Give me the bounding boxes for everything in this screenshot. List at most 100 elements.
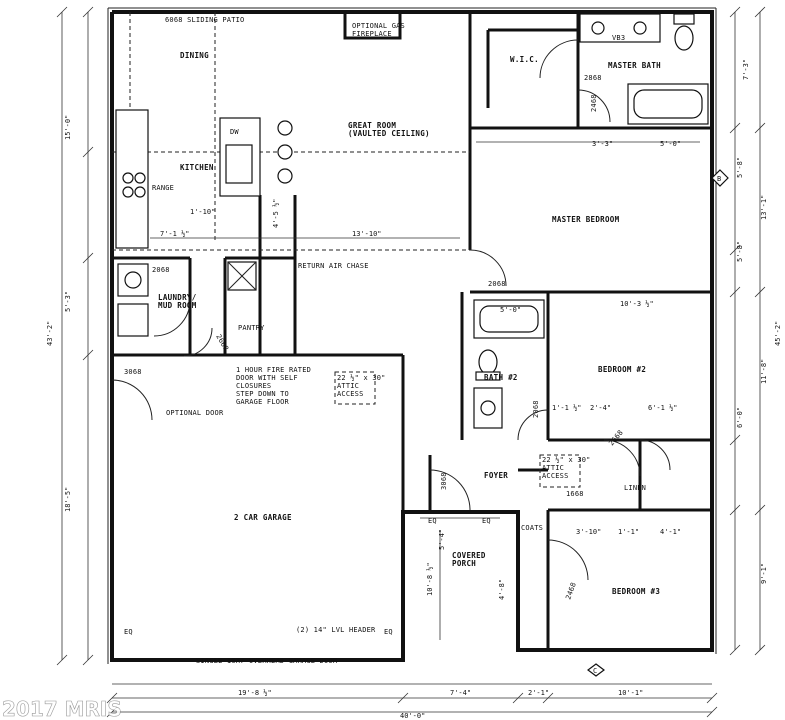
exterior-walls [107, 7, 717, 664]
callout-c-marker: C [587, 663, 605, 677]
dimension-tick [754, 122, 766, 134]
dining-label: DINING [180, 51, 209, 60]
dim-b3-3: 4'-1" [660, 528, 681, 536]
watermark: 2017 MRIS [2, 697, 122, 720]
dimension-tick [729, 644, 741, 656]
dimension-tick [729, 6, 741, 18]
dimension-tick [56, 654, 68, 666]
door-tag: 2068 [532, 400, 540, 418]
eq-label-3: EQ [428, 517, 437, 525]
great-room-label: GREAT ROOM(VAULTED CEILING) [348, 121, 430, 138]
dimension-tick [706, 692, 718, 704]
door-tag: 3068 [440, 472, 448, 490]
interior-walls [112, 12, 712, 650]
dim-left-3: 43'-2" [46, 321, 54, 346]
vanity-label: VB3 [612, 34, 625, 42]
dimension-tick [706, 706, 718, 718]
dimension-tick [106, 706, 118, 718]
dim-right-3: 13'-1" [760, 195, 768, 220]
bedroom3-label: BEDROOM #3 [612, 587, 660, 596]
dimension-tick [82, 146, 94, 158]
range-label: RANGE [152, 184, 174, 192]
pantry-label: PANTRY [238, 324, 265, 332]
dim-great-w: 13'-10" [352, 230, 382, 238]
dim-right-8: 9'-1" [760, 563, 768, 584]
eq-label-1: EQ [124, 628, 133, 636]
dimension-text: 15'-0" 5'-3" 43'-2" 18'-5" 7'-3" 5'-8" 1… [46, 59, 782, 720]
door-tag: 2068 [152, 266, 170, 274]
master-bath-label: MASTER BATH [608, 61, 661, 70]
dim-k-2: 4'-5 ½" [272, 198, 280, 228]
dim-b3-2: 1'-1" [618, 528, 639, 536]
dim-bath-w: 5'-0" [500, 306, 521, 314]
dimension-tick [729, 504, 741, 516]
dim-left-1: 15'-0" [64, 115, 72, 140]
header-label: (2) 14" LVL HEADER [296, 626, 376, 634]
master-bedroom-label: MASTER BEDROOM [552, 215, 620, 224]
eq-label-4: EQ [482, 517, 491, 525]
dim-mb-1: 3'-3" [592, 140, 613, 148]
dim-hall-1: 1'-1 ½" [552, 404, 582, 412]
dim-left-2: 5'-3" [64, 291, 72, 312]
bedroom2-label: BEDROOM #2 [598, 365, 646, 374]
callout-b-label: B [717, 175, 721, 183]
dimension-tick [729, 434, 741, 446]
dim-bottom-4: 10'-1" [618, 689, 643, 697]
door-tag: 1668 [566, 490, 584, 498]
linen-label: LINEN [624, 484, 646, 492]
door-tag: 3068 [124, 368, 142, 376]
dim-k-1: 1'-10" [190, 208, 215, 216]
door-tag: 2668 [214, 333, 230, 352]
foyer-label: FOYER [484, 471, 508, 480]
dimension-tick [397, 692, 409, 704]
dimension-tick [56, 6, 68, 18]
dim-porch-h: 10'-8 ½" [426, 562, 434, 596]
dimension-tick [542, 692, 554, 704]
dimension-tick [729, 122, 741, 134]
garage-door-label: SINGLE 16X7 OVERHEAD GARAGE DOOR [196, 657, 338, 665]
fixtures [115, 13, 709, 488]
dimension-tick [754, 286, 766, 298]
dimension-tick [512, 692, 524, 704]
dimension-tick [729, 244, 741, 256]
door-tag: 2868 [584, 74, 602, 82]
dim-b3-1: 3'-10" [576, 528, 601, 536]
dim-right-6: 11'-8" [760, 359, 768, 384]
dimension-tick [106, 692, 118, 704]
kitchen-label: KITCHEN [180, 163, 214, 172]
dim-bottom-total: 40'-0" [400, 712, 425, 720]
dimension-tick [754, 504, 766, 516]
laundry-label: LAUNDRY/MUD ROOM [158, 293, 197, 310]
dim-porch-1: 5'-4" [438, 529, 446, 550]
dim-right-1: 7'-3" [742, 59, 750, 80]
door-tags: 2068 2668 3068 2868 2468 1668 2668 3068 … [124, 74, 625, 601]
dimension-tick [82, 252, 94, 264]
dimension-tick [729, 286, 741, 298]
dim-bottom-3: 2'-1" [528, 689, 549, 697]
door-tag: 2468 [564, 581, 578, 600]
garage-label: 2 CAR GARAGE [234, 513, 292, 522]
coats-label: COATS [521, 524, 543, 532]
eq-label-2: EQ [384, 628, 393, 636]
dimension-tick [82, 349, 94, 361]
dim-right-4: 5'-8" [736, 241, 744, 262]
dw-label: DW [230, 128, 239, 136]
dim-bottom-1: 19'-8 ½" [238, 689, 272, 697]
dim-right-7: 6'-0" [736, 407, 744, 428]
sliding-patio-label: 6068 SLIDING PATIO [165, 16, 244, 24]
dim-mb-2: 5'-0" [660, 140, 681, 148]
door-swings [111, 39, 671, 581]
dim-hall-3: 6'-1 ½" [648, 404, 678, 412]
door-tag: 2068 [488, 280, 506, 288]
dim-porch-2: 4'-8" [498, 579, 506, 600]
return-air-label: RETURN AIR CHASE [298, 262, 369, 270]
dimension-tick [82, 654, 94, 666]
dim-left-4: 18'-5" [64, 487, 72, 512]
dim-right-5: 45'-2" [774, 321, 782, 346]
dim-hall-2: 2'-4" [590, 404, 611, 412]
